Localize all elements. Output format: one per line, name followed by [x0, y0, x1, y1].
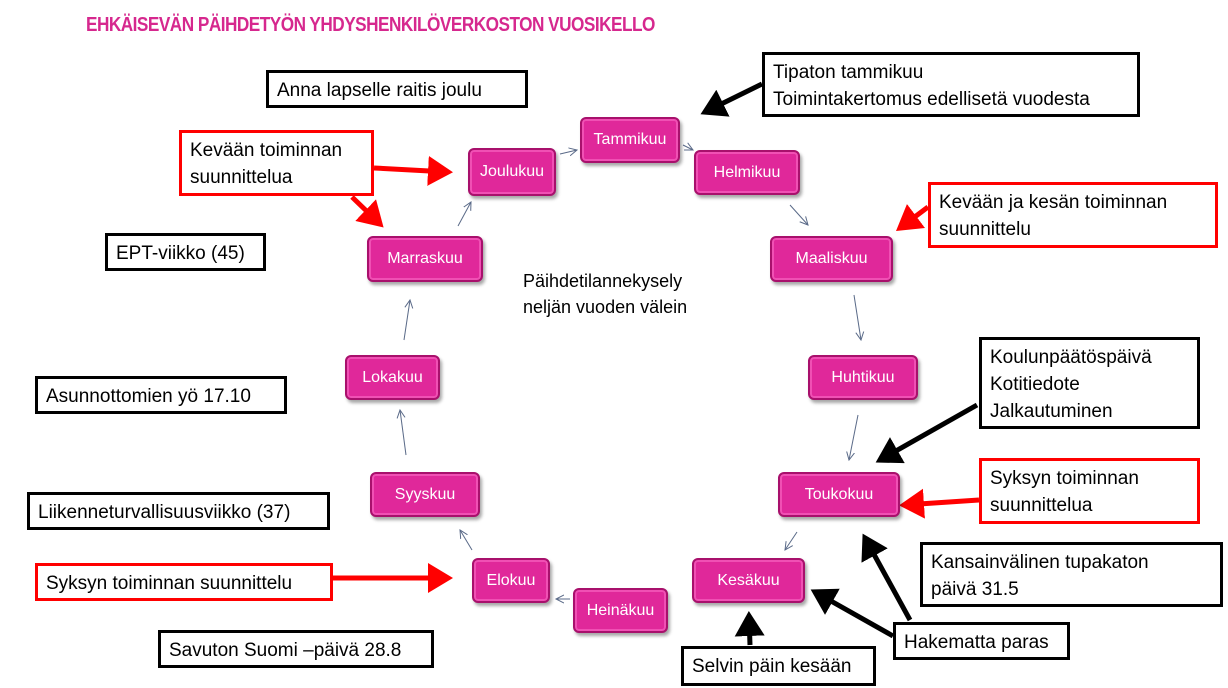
- month-joulukuu: Joulukuu: [468, 148, 556, 196]
- red-arrows: [333, 155, 980, 593]
- note-tupakaton: Kansainvälinen tupakaton päivä 31.5: [920, 542, 1223, 607]
- note-savuton: Savuton Suomi –päivä 28.8: [158, 630, 434, 668]
- note-line: Koulunpäätöspäivä: [990, 347, 1152, 368]
- month-elokuu: Elokuu: [472, 558, 550, 603]
- month-huhtikuu: Huhtikuu: [808, 355, 918, 400]
- note-line: Kotitiedote: [990, 374, 1080, 395]
- month-helmikuu: Helmikuu: [694, 150, 800, 195]
- month-kesakuu: Kesäkuu: [692, 558, 805, 603]
- note-line: päivä 31.5: [931, 579, 1019, 600]
- note-tipaton: Tipaton tammikuu Toimintakertomus edelli…: [762, 52, 1140, 117]
- month-marraskuu: Marraskuu: [367, 236, 483, 282]
- page-title: EHKÄISEVÄN PÄIHDETYÖN YHDYSHENKILÖVERKOS…: [86, 14, 655, 36]
- arrow-oct-nov: [403, 300, 410, 341]
- arrow-apr-may: [849, 414, 859, 460]
- note-line: suunnittelua: [190, 167, 293, 188]
- note-line: suunnittelua: [990, 495, 1093, 516]
- month-lokakuu: Lokakuu: [345, 355, 440, 400]
- arrow-feb-mar: [789, 204, 808, 225]
- note-line: Kansainvälinen tupakaton: [931, 552, 1149, 573]
- black-arrows: [700, 81, 979, 646]
- arrow-may-jun: [785, 531, 798, 550]
- month-heinakuu: Heinäkuu: [573, 588, 668, 633]
- cycle-arrows: [400, 145, 861, 599]
- month-tammikuu: Tammikuu: [580, 117, 680, 163]
- note-kevaan: Kevään toiminnan suunnittelua: [179, 130, 374, 196]
- note-kevaan-kesan: Kevään ja kesän toiminnan suunnittelu: [928, 182, 1218, 248]
- note-line: Kevään ja kesän toiminnan: [939, 192, 1168, 213]
- month-syyskuu: Syyskuu: [370, 472, 480, 517]
- note-liikenne: Liikenneturvallisuusviikko (37): [27, 492, 330, 530]
- note-line: Toimintakertomus edellisetä vuodesta: [773, 89, 1090, 110]
- note-syksyn-a: Syksyn toiminnan suunnittelua: [979, 458, 1200, 524]
- note-ept: EPT-viikko (45): [105, 233, 266, 271]
- arrow-aug-sep: [460, 530, 473, 551]
- note-koulu: Koulunpäätöspäivä Kotitiedote Jalkautumi…: [979, 337, 1200, 429]
- note-asunnottomien: Asunnottomien yö 17.10: [35, 376, 287, 414]
- note-hakematta: Hakematta paras: [893, 622, 1070, 660]
- center-text: Päihdetilannekysely neljän vuoden välein: [523, 268, 687, 320]
- arrow-nov-dec: [457, 202, 471, 227]
- note-line: Jalkautuminen: [990, 401, 1113, 422]
- note-selvin: Selvin päin kesään: [681, 646, 876, 686]
- arrow-dec-jan: [559, 150, 577, 154]
- month-toukokuu: Toukokuu: [778, 472, 900, 517]
- arrow-sep-oct: [400, 410, 407, 456]
- note-line: Tipaton tammikuu: [773, 62, 924, 83]
- center-line: Päihdetilannekysely: [523, 271, 683, 291]
- month-maaliskuu: Maaliskuu: [770, 236, 893, 282]
- note-line: Syksyn toiminnan: [990, 468, 1139, 489]
- center-line: neljän vuoden välein: [523, 297, 688, 317]
- arrow-mar-apr: [853, 294, 861, 340]
- note-syksyn-b: Syksyn toiminnan suunnittelu: [35, 563, 333, 601]
- note-anna: Anna lapselle raitis joulu: [266, 70, 528, 108]
- note-line: suunnittelu: [939, 219, 1031, 240]
- note-line: Kevään toiminnan: [190, 140, 343, 161]
- arrow-jan-feb: [682, 145, 693, 150]
